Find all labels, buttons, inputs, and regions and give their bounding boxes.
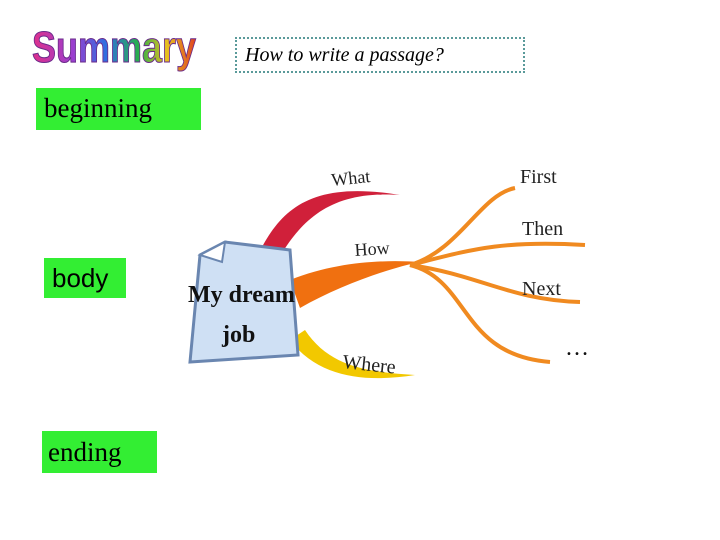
step-branch-then [409, 241, 586, 267]
branch-label-how: How [354, 238, 390, 260]
center-line2: job [221, 322, 255, 348]
step-label-then: Then [522, 218, 563, 240]
step-branch-next [409, 263, 581, 304]
where-branch [290, 330, 415, 379]
label-ending: ending [42, 431, 157, 473]
question-box: How to write a passage? [235, 37, 525, 73]
center-note [188, 240, 300, 364]
center-line1: My dream [188, 282, 295, 308]
label-body: body [44, 258, 126, 298]
what-branch [258, 191, 400, 265]
mind-map: My dream job What How Where First Then N… [188, 166, 589, 379]
step-label-next: Next [522, 278, 561, 300]
summary-title-text: Summary [32, 23, 196, 72]
how-branch [290, 261, 420, 308]
step-label-more: … [565, 335, 589, 361]
label-beginning: beginning [36, 88, 201, 130]
branch-label-what: What [330, 166, 371, 190]
summary-title: Summary [32, 23, 197, 73]
step-branch-more [409, 263, 551, 364]
step-label-first: First [520, 166, 557, 188]
step-branch-first [409, 186, 516, 267]
